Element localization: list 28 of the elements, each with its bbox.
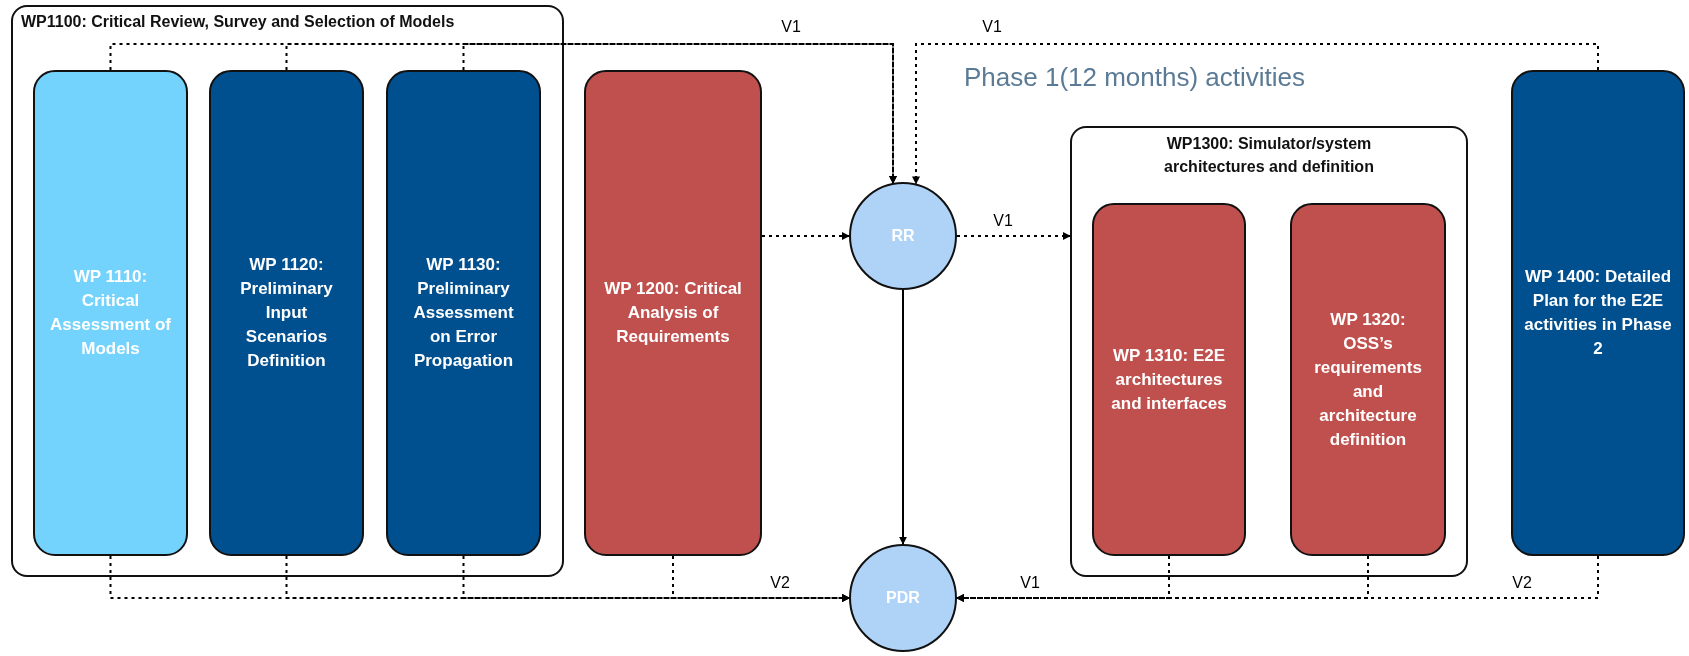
arrow: [672, 555, 850, 602]
work-package-box: [386, 70, 541, 556]
arrow: [912, 43, 1599, 185]
work-package-label: WP 1400: Detailed Plan for the E2E activities in Phase 2: [1523, 266, 1673, 360]
work-package-box: [209, 70, 364, 556]
arrow: [899, 289, 907, 545]
arrow: [462, 43, 897, 184]
work-package-label: WP 1310: E2E architectures and interfaces: [1110, 344, 1228, 415]
group-frame: [1070, 126, 1468, 577]
arrow: [761, 232, 850, 240]
group-title: WP1100: Critical Review, Survey and Selection of Models: [21, 12, 455, 32]
milestone-label: RR: [891, 227, 915, 245]
work-package-label: WP 1200: Critical Analysis of Requirements: [603, 278, 743, 348]
work-package-box: [33, 70, 188, 556]
work-package-box: [1290, 203, 1446, 556]
work-package-label: WP 1130: Preliminary Assessment on Error Propagation: [412, 254, 515, 372]
work-package-label: WP 1110: Critical Assessment of Models: [49, 266, 172, 360]
group-title: WP1300: Simulator/system architectures and definition: [1163, 134, 1375, 177]
arrow: [956, 232, 1071, 240]
work-package-label: WP 1120: Preliminary Input Scenarios Definition: [239, 254, 334, 372]
work-package-box: [584, 70, 762, 556]
milestone-label: PDR: [886, 589, 920, 607]
arrow: [956, 555, 1599, 602]
work-package-box: [1092, 203, 1246, 556]
phase-note: Phase 1(12 months) activities: [964, 62, 1306, 93]
group-frame: [11, 5, 564, 577]
work-package-label: WP 1320: OSS’s requirements and architecture definition: [1313, 308, 1423, 451]
work-package-box: [1511, 70, 1685, 556]
